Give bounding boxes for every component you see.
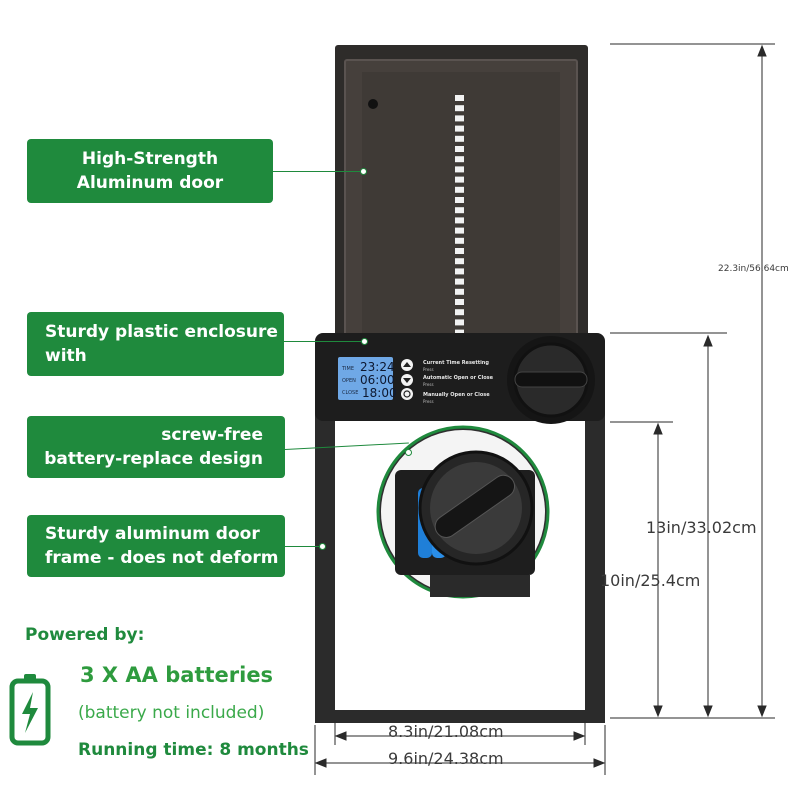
callout-door-dot (360, 168, 367, 175)
set-button[interactable] (401, 388, 413, 400)
instruction-3: Manually Open or Close (423, 392, 490, 398)
power-heading: Powered by: (25, 625, 145, 645)
dim-total-height: 22.3in/56.64cm (718, 264, 789, 274)
indicator-slot (455, 166, 464, 173)
indicator-slot (455, 207, 464, 214)
callout-frame-pointer (285, 546, 322, 547)
callout-aluminum-door: High-Strength Aluminum door (27, 139, 273, 203)
callout-screwfree-dot (405, 449, 412, 456)
indicator-slot (455, 288, 464, 295)
callout-frame-line2: frame - does not deform (45, 548, 279, 568)
callout-screwfree-line2: battery-replace design (44, 449, 263, 469)
callout-enclosure-line1: Sturdy plastic enclosure (45, 322, 278, 342)
indicator-slot (455, 176, 464, 183)
indicator-slot (455, 217, 464, 224)
instruction-1-sub: Press (423, 367, 434, 372)
instruction-1: Current Time Resetting (423, 360, 489, 366)
indicator-slot (455, 319, 464, 326)
indicator-slot (455, 146, 464, 152)
lcd-time-value: 23:24 (360, 360, 395, 374)
lcd-time-label: TIME (341, 366, 354, 372)
indicator-slot (455, 125, 464, 132)
indicator-slot (455, 268, 464, 275)
callout-aluminum-frame: Sturdy aluminum door frame - does not de… (27, 515, 285, 577)
indicator-slot (455, 156, 464, 163)
battery-count: 3 X AA batteries (80, 663, 274, 687)
dim-opening-width: 8.3in/21.08cm (388, 722, 504, 741)
callout-frame-dot (319, 543, 326, 550)
lcd-screen (338, 357, 393, 400)
indicator-strip (455, 95, 464, 336)
indicator-slot (455, 258, 464, 265)
indicator-slot (455, 105, 464, 112)
indicator-slot (455, 278, 464, 285)
indicator-slot (455, 135, 464, 142)
dim-frame-height: 13in/33.02cm (646, 518, 757, 537)
battery-lightning-icon (9, 674, 51, 746)
instruction-2-sub: Press (423, 382, 434, 387)
battery-note: (battery not included) (78, 703, 265, 723)
callout-screw-free: screw-free battery-replace design (27, 416, 285, 478)
indicator-slot (455, 329, 464, 336)
indicator-slot (455, 237, 464, 244)
callout-enclosure-dot (361, 338, 368, 345)
lcd-close-label: CLOSE (342, 390, 358, 396)
indicator-slot (455, 186, 464, 193)
indicator-slot (455, 115, 464, 122)
dim-opening-height: 10in/25.4cm (600, 571, 701, 590)
lcd-close-value: 18:00 (362, 386, 397, 400)
instruction-2: Automatic Open or Close (423, 375, 494, 381)
instruction-3-sub: Press (423, 399, 434, 404)
callout-screwfree-line1: screw-free (161, 425, 263, 445)
indicator-slot (455, 95, 464, 101)
indicator-slot (455, 197, 464, 203)
callout-door-line2: Aluminum door (76, 173, 224, 193)
callout-frame-line1: Sturdy aluminum door (45, 524, 260, 544)
lcd-open-label: OPEN (342, 378, 356, 384)
door-hole (368, 99, 378, 109)
indicator-slot (455, 248, 464, 254)
dim-total-width: 9.6in/24.38cm (388, 749, 504, 768)
indicator-slot (455, 227, 464, 234)
callout-enclosure-pointer (284, 341, 364, 342)
callout-enclosure-line2: with (45, 346, 87, 366)
indicator-slot (455, 309, 464, 316)
lcd-open-value: 06:00 (360, 373, 395, 387)
running-time: Running time: 8 months (78, 740, 309, 760)
callout-plastic-enclosure: Sturdy plastic enclosure with (27, 312, 284, 376)
indicator-slot (455, 299, 464, 305)
callout-door-pointer (273, 171, 363, 172)
callout-door-line1: High-Strength (81, 149, 219, 169)
